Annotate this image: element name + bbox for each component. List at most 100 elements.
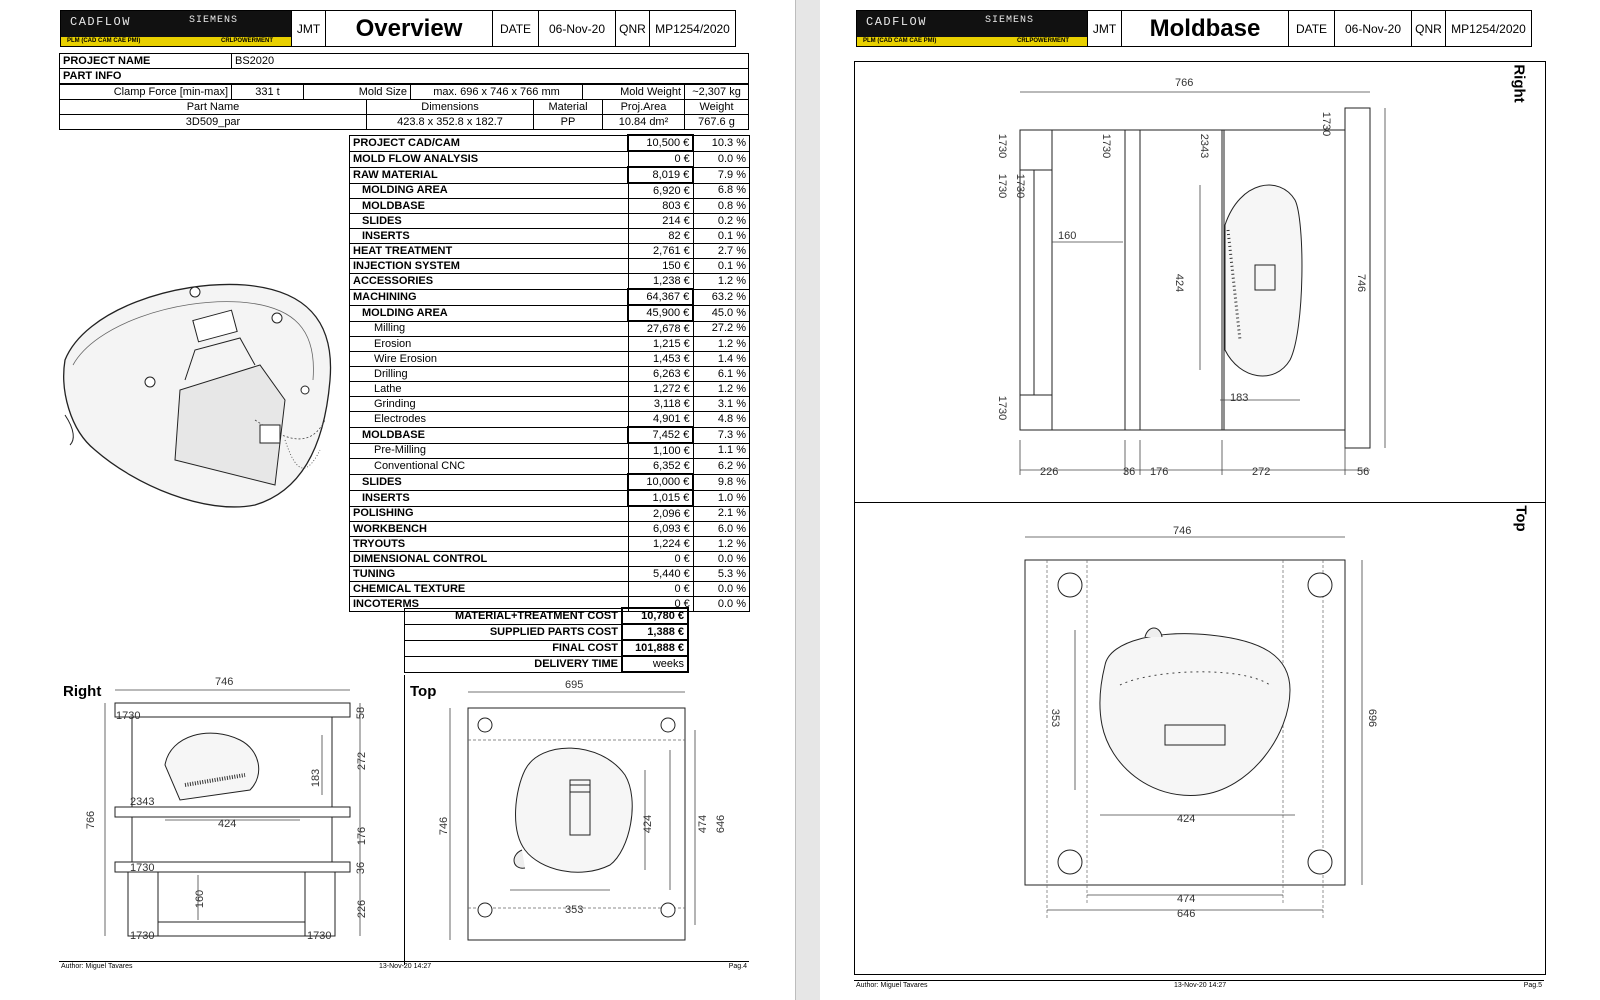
company-logo: CADFLOW SIEMENS PLM (CAD CAM CAE PMI)CRL… <box>856 10 1088 47</box>
cost-item-name: Conventional CNC <box>349 458 629 475</box>
cost-item-value: 4,901 € <box>627 411 694 428</box>
mb-right-dim-plate-l2: 1730 <box>1014 173 1027 199</box>
mb-right-dim-424: 424 <box>1173 273 1186 293</box>
mb-right-dim-176: 176 <box>1150 466 1169 478</box>
logo-tagline-right: CRLPOWERMENT <box>221 38 273 44</box>
left-right-dim-58: 58 <box>355 706 368 720</box>
cost-item-value: 1,272 € <box>627 381 694 397</box>
mb-right-dim-plate-r: 1730 <box>1320 111 1333 137</box>
logo-partner: SIEMENS <box>985 15 1035 26</box>
left-right-dim-272: 272 <box>356 751 369 771</box>
header-company: JMT <box>291 10 326 47</box>
cost-item-value: 0 € <box>627 150 694 168</box>
cost-item-percent: 63.2 % <box>692 288 751 306</box>
cost-item-value: 214 € <box>627 213 694 229</box>
cost-item-name: DIMENSIONAL CONTROL <box>349 551 629 567</box>
mb-top-dim-353: 353 <box>1049 708 1062 728</box>
cost-item-name: INJECTION SYSTEM <box>349 258 629 274</box>
cost-item-value: 3,118 € <box>627 396 694 412</box>
cost-item-value: 1,015 € <box>627 489 695 507</box>
logo-brand: CADFLOW <box>866 15 927 29</box>
footer-timestamp: 13-Nov-20 14:27 <box>379 963 432 970</box>
cost-item-percent: 1.2 % <box>692 273 751 290</box>
part-dimensions-value: 423.8 x 352.8 x 182.7 <box>366 114 534 130</box>
cost-item-value: 45,900 € <box>627 304 695 322</box>
mb-right-dim-plate-l1: 1730 <box>996 173 1009 199</box>
left-right-dim-plate-right: 1730 <box>307 930 332 942</box>
cost-item-percent: 7.9 % <box>692 166 751 184</box>
specs-table: Clamp Force [min-max] 331 t Mold Size ma… <box>59 84 749 100</box>
overview-footer: Author: Miguel Tavares 13-Nov-20 14:27 P… <box>59 961 749 972</box>
logo-tagline-right: CRLPOWERMENT <box>1017 38 1069 44</box>
moldbase-top-panel <box>854 501 1546 975</box>
cost-item-percent: 1.2 % <box>692 336 751 352</box>
cost-item-name: INSERTS <box>349 228 629 244</box>
cost-item-value: 1,224 € <box>627 536 694 552</box>
cost-item-value: 10,500 € <box>627 134 695 152</box>
cost-item-percent: 1.1 % <box>692 442 751 459</box>
cost-item-name: HEAT TREATMENT <box>349 243 629 259</box>
cost-item-percent: 7.3 % <box>692 426 751 444</box>
left-right-dim-183: 183 <box>310 768 323 788</box>
summary-value: weeks <box>621 655 689 673</box>
date-label: DATE <box>492 10 539 47</box>
moldbase-page: CADFLOW SIEMENS PLM (CAD CAM CAE PMI)CRL… <box>820 0 1600 1000</box>
mb-right-dim-226: 226 <box>1040 466 1059 478</box>
cost-item-name: PROJECT CAD/CAM <box>349 134 629 152</box>
left-top-dim-474: 474 <box>697 814 710 834</box>
clamp-value: 331 t <box>231 84 304 100</box>
cost-item-percent: 2.7 % <box>692 243 751 259</box>
moldbase-right-view-drawing <box>1019 91 1386 475</box>
summary-label: SUPPLIED PARTS COST <box>404 623 623 641</box>
footer-page: Pag.5 <box>1523 982 1542 989</box>
left-top-dim-646: 646 <box>715 814 728 834</box>
summary-label: FINAL COST <box>404 639 623 657</box>
cost-item-value: 1,453 € <box>627 351 694 367</box>
cost-item-name: CHEMICAL TEXTURE <box>349 581 629 597</box>
cost-item-percent: 6.8 % <box>692 182 751 199</box>
mb-right-dim-width: 766 <box>1175 77 1194 89</box>
left-right-dim-width: 746 <box>215 676 234 688</box>
moldbase-footer: Author: Miguel Tavares 13-Nov-20 14:27 P… <box>854 980 1544 991</box>
cost-item-name: SLIDES <box>349 473 629 491</box>
mold-weight-label: Mold Weight <box>582 84 685 100</box>
left-top-dim-353: 353 <box>565 904 584 916</box>
left-top-view-label: Top <box>410 683 437 700</box>
summary-value: 101,888 € <box>621 639 689 657</box>
cost-item-name: TUNING <box>349 566 629 582</box>
logo-tagline: PLM (CAD CAM CAE PMI) <box>67 38 141 44</box>
cost-item-percent: 45.0 % <box>692 304 751 322</box>
views-divider <box>404 675 405 965</box>
left-right-dim-226: 226 <box>356 899 369 919</box>
cost-item-name: Pre-Milling <box>349 442 629 459</box>
cost-item-percent: 0.0 % <box>692 551 751 567</box>
cost-item-name: Milling <box>349 320 629 337</box>
cost-item-percent: 3.1 % <box>692 396 751 412</box>
part-area-value: 10.84 dm² <box>602 114 685 130</box>
mb-top-dim-646: 646 <box>1177 908 1196 920</box>
company-logo: CADFLOW SIEMENS PLM (CAD CAM CAE PMI)CRL… <box>60 10 292 47</box>
cost-item-value: 6,093 € <box>627 521 694 537</box>
page-title: Moldbase <box>1121 10 1289 47</box>
mb-top-dim-424: 424 <box>1177 813 1196 825</box>
top-view-label: Top <box>1512 505 1530 532</box>
footer-page: Pag.4 <box>728 963 747 970</box>
mb-right-dim-plate-tl: 1730 <box>996 133 1009 159</box>
cost-item-percent: 6.1 % <box>692 366 751 382</box>
